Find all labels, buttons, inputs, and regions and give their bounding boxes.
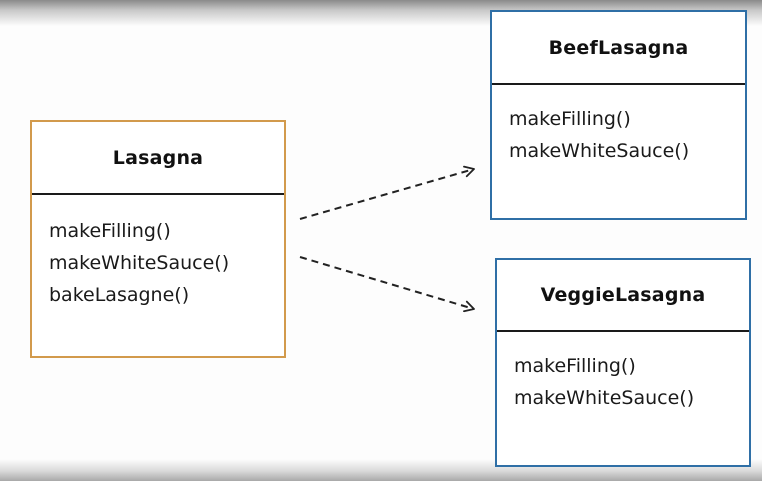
method-list: makeFilling() makeWhiteSauce() — [492, 85, 745, 167]
class-box-veggielasagna: VeggieLasagna makeFilling() makeWhiteSau… — [495, 258, 751, 467]
method-item: makeWhiteSauce() — [514, 387, 695, 409]
method-item: makeFilling() — [509, 108, 631, 130]
method-item: makeFilling() — [514, 355, 636, 377]
method-item: bakeLasagne() — [49, 284, 190, 306]
method-list: makeFilling() makeWhiteSauce() — [497, 332, 749, 414]
class-box-lasagna: Lasagna makeFilling() makeWhiteSauce() b… — [30, 120, 286, 358]
class-name: BeefLasagna — [492, 12, 745, 85]
arrow-lasagna-to-veggielasagna — [299, 256, 475, 313]
arrow-lasagna-to-beeflasagna — [299, 165, 475, 220]
method-list: makeFilling() makeWhiteSauce() bakeLasag… — [32, 195, 284, 311]
method-item: makeFilling() — [49, 220, 171, 242]
class-name: VeggieLasagna — [497, 260, 749, 332]
method-item: makeWhiteSauce() — [49, 252, 230, 274]
class-box-beeflasagna: BeefLasagna makeFilling() makeWhiteSauce… — [490, 10, 747, 220]
class-name: Lasagna — [32, 122, 284, 195]
method-item: makeWhiteSauce() — [509, 140, 690, 162]
